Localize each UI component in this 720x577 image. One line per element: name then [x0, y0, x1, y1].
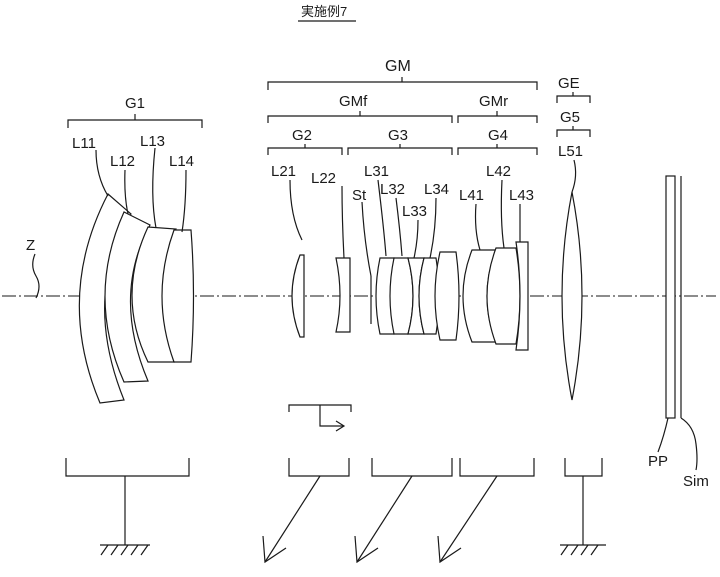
label-pp: PP: [648, 453, 668, 470]
lens-l21: [291, 254, 305, 338]
move-arrowhead-g2: [262, 535, 287, 564]
move-bracket-g4: [459, 458, 535, 477]
label-l43: L43: [509, 187, 534, 204]
leader-l12: [124, 169, 129, 215]
ground-hatch-g1: [100, 544, 149, 556]
move-arrowhead-g3: [354, 535, 379, 564]
label-l11: L11: [72, 135, 96, 152]
move-arrow-g3: [356, 475, 413, 563]
focus-arrow-head: [335, 420, 346, 432]
lens-l42: [486, 247, 521, 345]
bracket-g5: [556, 126, 591, 137]
label-l12: L12: [110, 153, 135, 170]
label-l32: L32: [380, 181, 405, 198]
label-l13: L13: [140, 133, 165, 150]
bracket-g1: [67, 114, 203, 128]
label-g2: G2: [292, 127, 312, 144]
leader-l33: [413, 219, 419, 259]
leader-l34: [429, 197, 437, 259]
label-gm: GM: [385, 58, 411, 75]
leader-l42: [500, 179, 505, 249]
move-arrowhead-g4: [437, 535, 462, 564]
label-l14: L14: [169, 153, 194, 170]
bracket-g2: [267, 144, 343, 155]
plate-pp: [665, 175, 676, 419]
bracket-gm: [267, 77, 538, 90]
leader-st: [361, 201, 372, 277]
lens-l34-rear: [434, 251, 460, 341]
bracket-g3: [347, 144, 453, 155]
label-st: St: [352, 187, 367, 204]
label-sim: Sim: [683, 473, 709, 490]
move-bracket-g2: [288, 458, 350, 477]
label-l51: L51: [558, 143, 583, 160]
lens-l32: [389, 257, 414, 335]
leader-l32: [395, 197, 403, 257]
label-l33: L33: [402, 203, 427, 220]
label-g5: G5: [560, 109, 580, 126]
lens-l14: [161, 229, 195, 363]
leader-l41: [474, 203, 481, 251]
axis-label-z: Z: [26, 237, 35, 254]
leader-l14: [181, 169, 187, 233]
label-gmf: GMf: [339, 93, 368, 110]
leader-l11: [95, 149, 109, 197]
leader-l21: [289, 179, 303, 241]
leader-pp: [657, 417, 669, 453]
label-g3: G3: [388, 127, 408, 144]
leader-l13: [152, 147, 157, 229]
bracket-gmr: [457, 111, 538, 123]
leader-sim: [680, 417, 698, 471]
diagram-title: 実施例7: [301, 4, 347, 19]
bracket-ge: [556, 92, 591, 103]
label-l31: L31: [364, 163, 389, 180]
label-l34: L34: [424, 181, 449, 198]
label-ge: GE: [558, 75, 580, 92]
label-l21: L21: [271, 163, 296, 180]
bracket-g4: [457, 144, 538, 155]
leader-l31: [377, 179, 387, 257]
label-g4: G4: [488, 127, 508, 144]
lens-l43: [515, 241, 529, 351]
bracket-gmf: [267, 111, 453, 123]
move-arrow-g2: [264, 475, 321, 563]
label-l22: L22: [311, 170, 336, 187]
leader-l22: [341, 185, 345, 259]
leader-l51: [571, 159, 577, 193]
move-arrow-g4: [439, 475, 498, 563]
lens-l22: [335, 257, 351, 333]
label-l41: L41: [459, 187, 484, 204]
axis-leader: [32, 253, 40, 299]
label-l42: L42: [486, 163, 511, 180]
label-g1: G1: [125, 95, 145, 112]
label-gmr: GMr: [479, 93, 508, 110]
move-bracket-g1: [65, 458, 190, 477]
ground-hatch-g5: [560, 544, 599, 556]
move-bracket-g5: [564, 458, 603, 477]
lens-l51: [561, 191, 583, 401]
focus-bracket-g2: [288, 404, 352, 427]
move-bracket-g3: [371, 458, 453, 477]
